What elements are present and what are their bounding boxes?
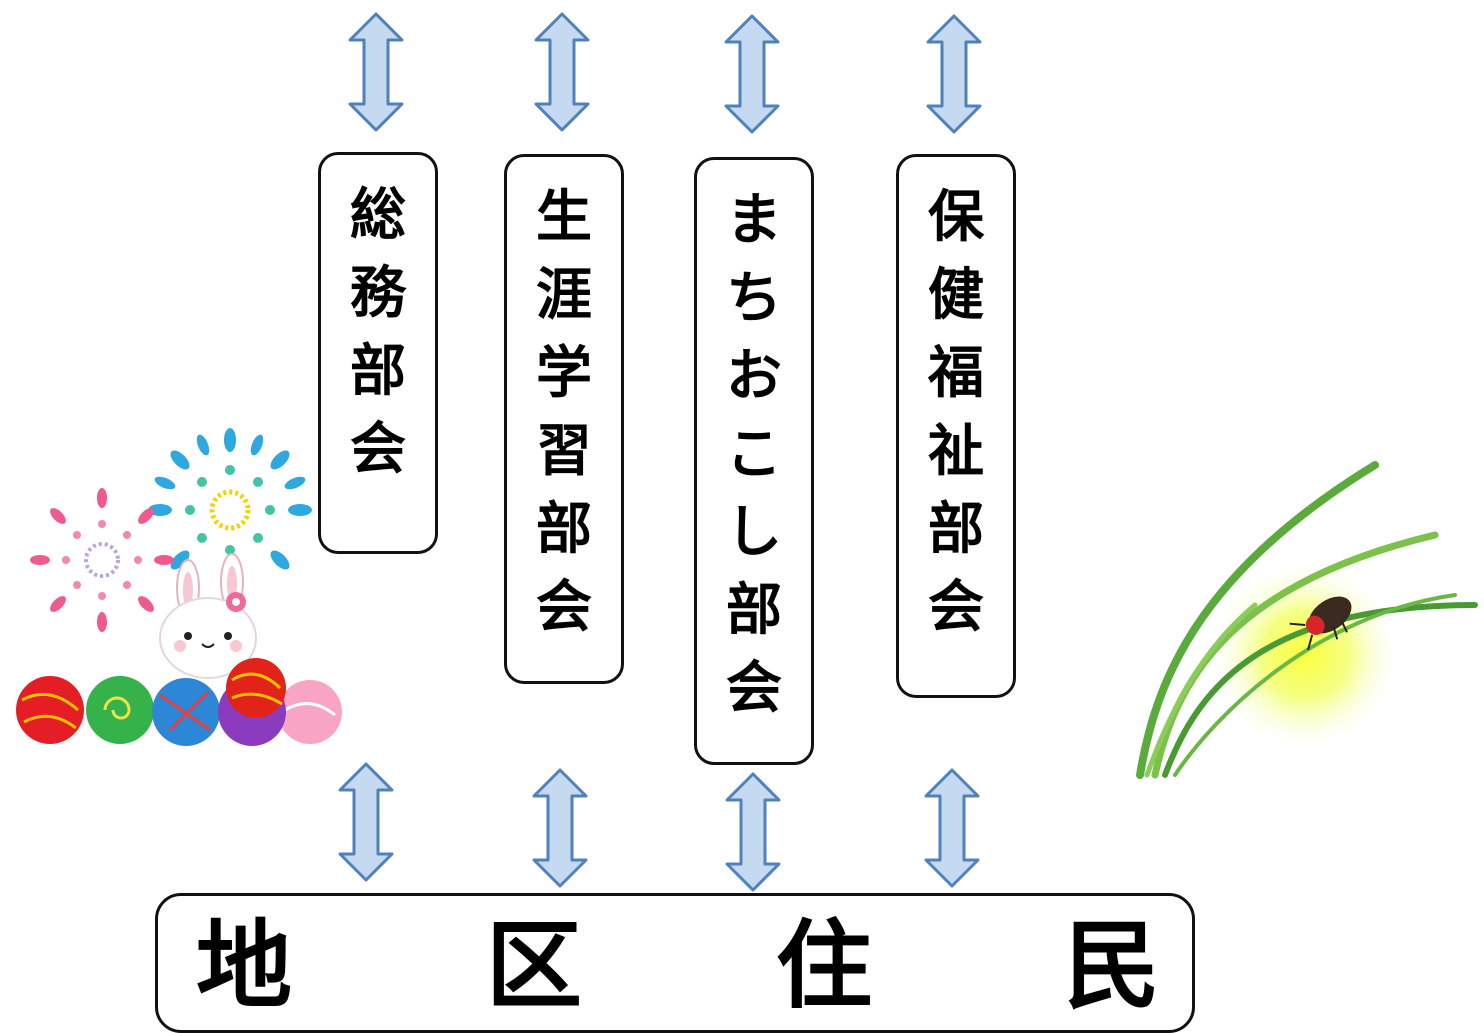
bottom-arrow-2 (532, 768, 588, 888)
top-arrow-4 (926, 14, 982, 134)
dept-label-health-welfare: 保健福祉部会 (928, 185, 984, 640)
grass-icon (1136, 461, 1478, 779)
dept-label-lifelong-learning: 生涯学習部会 (536, 185, 592, 640)
residents-char-2: 区 (486, 910, 582, 1022)
dept-label-town-revitalization: まちおこし部会 (726, 188, 782, 721)
bottom-arrow-4 (924, 768, 980, 888)
dept-box-lifelong-learning: 生涯学習部会 (504, 154, 624, 684)
dept-box-general-affairs: 総務部会 (318, 152, 438, 554)
top-arrow-1 (348, 12, 404, 132)
residents-box: 地 区 住 民 (155, 893, 1195, 1033)
water-balloons-icon (16, 658, 342, 746)
dept-label-general-affairs: 総務部会 (350, 183, 406, 482)
dept-box-town-revitalization: まちおこし部会 (694, 157, 814, 765)
residents-char-4: 民 (1064, 910, 1160, 1022)
residents-char-3: 住 (776, 910, 872, 1022)
firefly-icon (1289, 596, 1352, 651)
residents-char-1: 地 (196, 910, 292, 1022)
firefly-grass-illustration (1136, 461, 1478, 779)
dept-box-health-welfare: 保健福祉部会 (896, 154, 1016, 698)
bottom-arrow-3 (725, 772, 781, 892)
fireworks-rabbit-illustration (16, 428, 342, 746)
top-arrow-2 (534, 12, 590, 132)
pink-firework-icon (30, 488, 174, 632)
rabbit-icon (159, 553, 257, 679)
top-arrow-3 (724, 14, 780, 134)
bottom-arrow-1 (338, 762, 394, 882)
firefly-glow (1210, 560, 1400, 750)
blue-firework-icon (148, 428, 312, 592)
